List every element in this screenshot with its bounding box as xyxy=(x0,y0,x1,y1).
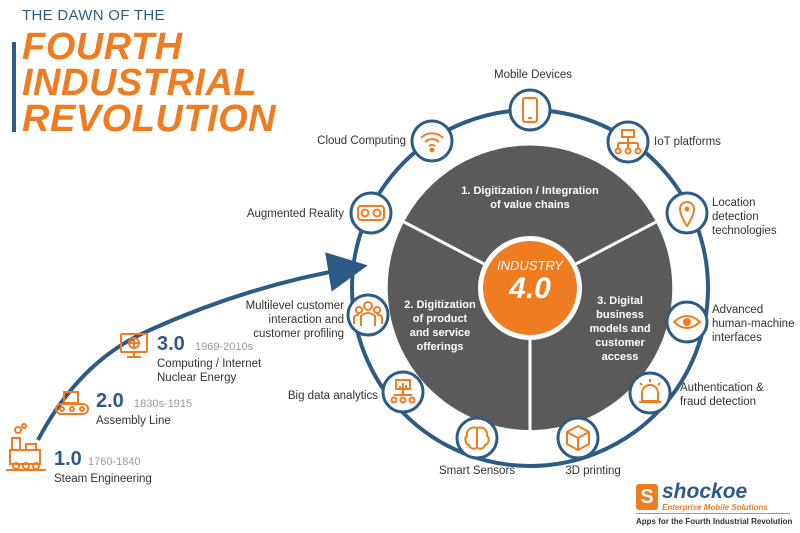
ring-node-big-data xyxy=(381,370,425,414)
label-customer-profiling: Multilevel customer interaction and cust… xyxy=(245,300,344,340)
core-circle xyxy=(483,241,577,335)
era-3-years: 1969-2010s xyxy=(195,341,254,353)
label-big-data: Big data analytics xyxy=(287,390,378,402)
core-version-number: 4.0 xyxy=(509,272,551,305)
people-group-icon xyxy=(353,301,383,326)
segment-1-text: 1. Digitization / Integration of value c… xyxy=(461,185,599,211)
ring-node-location xyxy=(665,191,709,235)
mobile-phone-icon xyxy=(522,97,538,123)
logo-divider xyxy=(636,513,790,514)
title-subtitle: THE DAWN OF THE xyxy=(22,7,165,24)
logo-name: shockoe xyxy=(662,480,748,503)
ring-node-mobile-devices xyxy=(508,88,552,132)
ring-node-smart-sensors xyxy=(455,416,499,460)
ring-node-authentication xyxy=(628,371,672,415)
era-2-years: 1830s-1915 xyxy=(134,398,193,410)
brain-icon xyxy=(464,426,490,450)
era-1-number: 1.0 xyxy=(54,448,82,470)
label-smart-sensors: Smart Sensors xyxy=(438,465,516,477)
title-line-3: REVOLUTION xyxy=(22,98,277,140)
label-location-detection: Location detection technologies xyxy=(712,197,777,237)
label-hmi: Advanced human-machine interfaces xyxy=(712,304,795,344)
segment-1 xyxy=(404,145,656,288)
label-mobile-devices: Mobile Devices xyxy=(494,69,572,81)
computer-monitor-icon xyxy=(120,333,148,358)
era-3-label: Computing / Internet Nuclear Energy xyxy=(157,358,262,384)
shockoe-logo-icon: S xyxy=(636,484,658,510)
label-3d-printing: 3D printing xyxy=(565,465,621,477)
vr-headset-icon xyxy=(357,205,385,221)
network-hierarchy-icon xyxy=(614,129,642,155)
wifi-icon xyxy=(420,132,444,153)
ring-node-augmented-reality xyxy=(349,191,393,235)
ring-node-iot-platforms xyxy=(606,120,650,164)
title-line-2: INDUSTRIAL xyxy=(22,62,258,104)
era-2-label: Assembly Line xyxy=(96,415,171,427)
ring-node-cloud-computing xyxy=(410,119,454,163)
era-1-label: Steam Engineering xyxy=(54,473,152,485)
title-accent-bar xyxy=(12,42,16,132)
label-cloud-computing: Cloud Computing xyxy=(317,135,406,147)
conveyor-belt-icon xyxy=(55,391,89,415)
eye-icon xyxy=(672,315,702,329)
era-1-years: 1760-1840 xyxy=(88,456,141,468)
ring-node-customer-profiling xyxy=(346,293,390,337)
core-industry-label: INDUSTRY xyxy=(497,258,563,273)
title-line-1: FOURTH xyxy=(22,26,183,68)
segment-3-text: 3. Digital business models and customer … xyxy=(589,295,651,363)
alarm-light-icon xyxy=(639,379,661,403)
label-augmented-reality: Augmented Reality xyxy=(246,208,344,220)
ring-node-3d-printing xyxy=(556,416,600,460)
segment-2-text: 2. Digitization of product and service o… xyxy=(404,299,476,353)
label-iot-platforms: IoT platforms xyxy=(654,136,721,148)
data-analytics-icon xyxy=(390,379,416,404)
logo-tagline: Enterprise Mobile Solutions xyxy=(662,503,768,512)
location-pin-icon xyxy=(678,201,696,228)
era-2-number: 2.0 xyxy=(96,390,124,412)
era-3-number: 3.0 xyxy=(157,333,185,355)
label-authentication: Authentication & fraud detection xyxy=(680,382,764,408)
ring-node-hmi xyxy=(665,300,709,344)
steam-train-icon xyxy=(6,423,46,471)
logo-subline: Apps for the Fourth Industrial Revolutio… xyxy=(636,517,793,526)
cube-icon xyxy=(566,424,590,452)
